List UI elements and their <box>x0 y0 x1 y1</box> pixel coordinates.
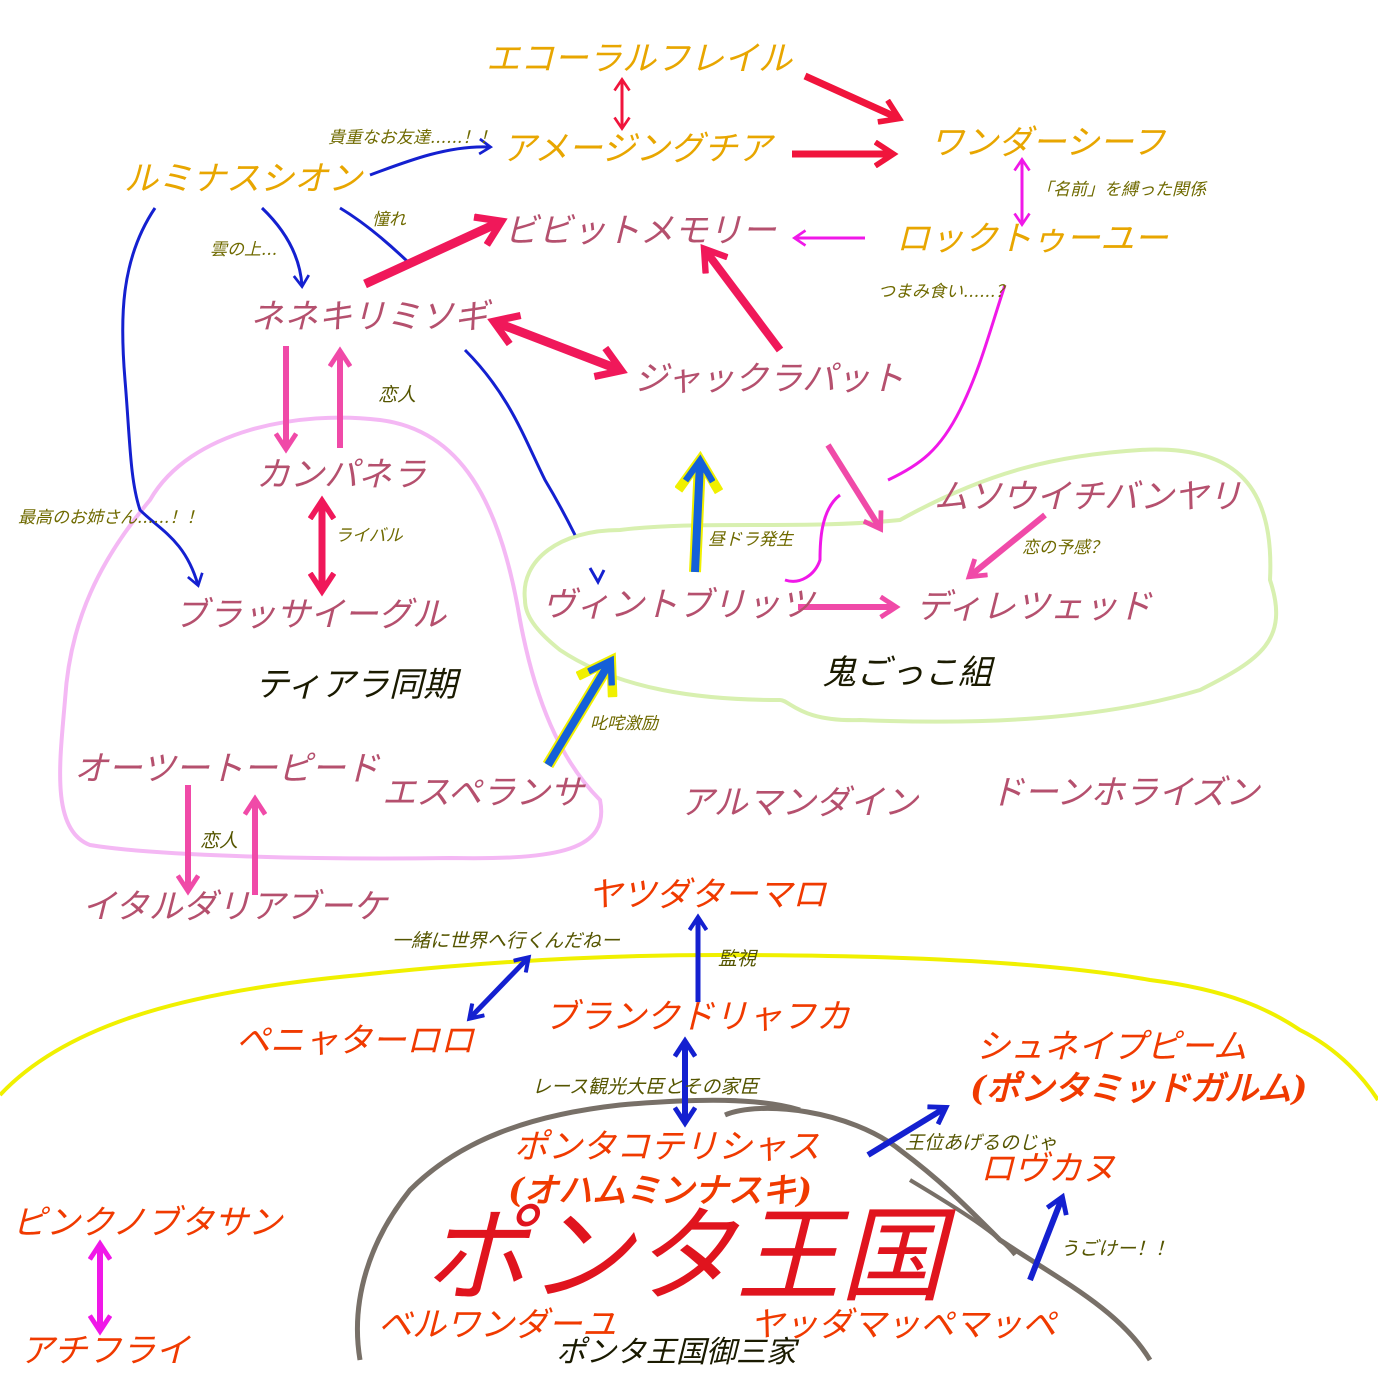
node-rovakanu: ロヴカヌ <box>980 1149 1116 1189</box>
node-nenekirimisogi: ネネキリミソギ <box>250 297 488 337</box>
node-blank-drifka: ブランクドリャフカ <box>544 997 850 1037</box>
node-ponta-coterie: ポンタコテリシャス <box>514 1127 820 1167</box>
note-lovers-1: 恋人 <box>378 384 417 406</box>
group-label-tiara: ティアラ同期 <box>255 665 457 705</box>
arrow-yaddama-rova <box>1027 1198 1062 1282</box>
note-watching: 監視 <box>718 948 757 970</box>
node-almandine: アルマンダイン <box>680 783 918 823</box>
arrow-luminous-vivid <box>339 206 410 264</box>
ponta-three-outline-right <box>724 1105 1153 1362</box>
node-italdaria-bouquet: イタルダリアブーケ <box>82 887 387 927</box>
group-label-ponta-three: ポンタ王国御三家 <box>556 1335 796 1370</box>
note-name-bound: 「名前」を縛った関係 <box>1036 180 1206 200</box>
arrow-musou-dirret <box>970 512 1047 576</box>
arrow-vint-jack <box>695 462 700 573</box>
node-shunei-pim-alias: (ポンタミッドガルム) <box>970 1069 1308 1109</box>
node-achifurai: アチフライ <box>20 1331 190 1371</box>
node-dirrettwed: ディレツェッド <box>916 587 1152 627</box>
group-label-onigokko: 鬼ごっこ組 <box>822 653 992 693</box>
node-pink-no-butasan: ピンクノブタサン <box>12 1203 282 1243</box>
node-ecoral-flail: エコーラルフレイル <box>486 39 792 79</box>
node-vivid-memory: ビビットメモリー <box>504 211 776 251</box>
node-ponta-coterie-alias: (オハムミンナスキ) <box>508 1171 813 1211</box>
arrow-lock-dirret <box>887 284 1007 482</box>
arrow-luminous-brassy <box>121 207 204 588</box>
note-move: うごけー！！ <box>1060 1238 1175 1260</box>
arrow-nene-vivid <box>363 222 500 289</box>
onigokko-group-outline <box>522 447 1279 724</box>
arrow-luminous-amazing <box>369 137 494 177</box>
note-give-throne: 王位あげるのじゃ <box>905 1132 1058 1154</box>
note-love-omen: 恋の予感？ <box>1022 538 1107 558</box>
node-lock-to-you: ロックトゥーユー <box>896 219 1168 259</box>
node-bell-wonder: ベルワンダーユ <box>378 1305 616 1345</box>
node-shunei-pim: シュネイプピーム <box>976 1027 1247 1067</box>
node-penyata-roro: ペニャターロロ <box>236 1021 474 1061</box>
note-world-together: 一緒に世界へ行くんだねー <box>392 930 621 952</box>
arrow-lock-dirret-tail <box>784 493 841 583</box>
node-wonder-thief: ワンダーシーフ <box>930 123 1166 163</box>
node-musou-ichibanyari: ムソウイチバンヤリ <box>934 477 1242 517</box>
arrow-luminous-nene <box>260 206 310 290</box>
node-jackrabbit: ジャックラパット <box>634 359 904 399</box>
node-autotorpedo: オーツートーピード <box>74 749 380 789</box>
title-ponta-kingdom: ポンタ王国 <box>424 1195 945 1317</box>
ponta-kingdom-outline <box>0 952 1378 1102</box>
note-race-minister: レース観光大臣とその家臣 <box>532 1076 759 1098</box>
note-above-clouds: 雲の上... <box>210 240 278 260</box>
arrow-nene-vint <box>463 348 577 536</box>
arrow-esper-vint <box>544 662 610 768</box>
node-brassy-eagle: ブラッサイーグル <box>174 595 446 635</box>
ponta-three-outline-inner <box>908 1178 1017 1257</box>
note-lovers-2: 恋人 <box>200 830 239 852</box>
arrow-ponta-shunei <box>866 1108 945 1158</box>
ponta-three-outline <box>355 1097 801 1361</box>
note-rival: ライバル <box>335 526 403 546</box>
node-amazing-cheer: アメージングチア <box>502 129 772 169</box>
arrow-jack-dirret <box>825 443 880 528</box>
node-yaddama-peppe: ヤッダマッペマッペ <box>750 1305 1056 1345</box>
node-luminous-sion: ルミナスシオン <box>124 159 362 199</box>
node-vint-blitz: ヴィントブリッツ <box>542 585 814 625</box>
note-best-sister: 最高のお姉さん......！！ <box>18 508 204 528</box>
note-daytime-drama: 昼ドラ発生 <box>708 530 793 550</box>
node-dawn-horizon: ドーンホライズン <box>990 773 1260 813</box>
tiara-group-outline <box>58 415 604 861</box>
note-snack: つまみ食い......？ <box>878 282 1013 302</box>
note-admiration: 憧れ <box>372 210 406 230</box>
note-encouragement: 叱咤激励 <box>590 714 658 734</box>
note-precious-friend: 貴重なお友達......！！ <box>328 128 497 148</box>
node-campanella: カンパネラ <box>256 455 426 495</box>
arrow-penya-world <box>470 958 528 1018</box>
node-esperanza: エスペランサ <box>382 773 584 813</box>
arrow-nene-vint-tip <box>588 567 606 586</box>
arrow-nene-jack <box>495 322 620 370</box>
arrow-jack-vivid <box>705 250 784 353</box>
arrow-ecoral-wonder <box>803 72 898 118</box>
node-yatsuda-tamaro: ヤツダターマロ <box>588 875 826 915</box>
